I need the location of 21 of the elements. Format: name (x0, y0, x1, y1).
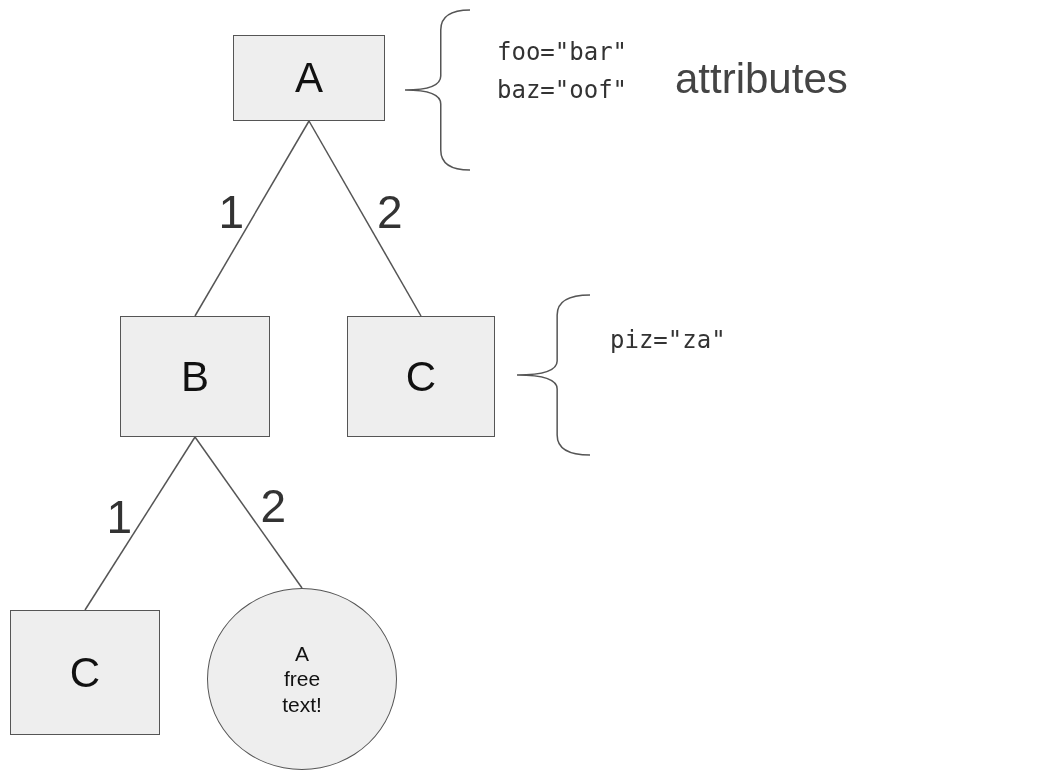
tree-node-box (120, 316, 270, 437)
tree-node-box (347, 316, 495, 437)
node-label: C (69, 648, 101, 697)
node-label: A free text! (282, 641, 322, 717)
edge-label: 1 (106, 493, 132, 540)
edge-label: 2 (260, 482, 287, 529)
edge-label: 1 (218, 188, 244, 235)
tree-edge (84, 436, 196, 611)
node-label: B (181, 352, 209, 401)
tree-edge (194, 436, 303, 589)
attribute-text: baz="oof" (497, 78, 628, 102)
tree-node-box (10, 610, 160, 735)
attributes-caption: attributes (675, 58, 848, 100)
node-label: A (295, 54, 323, 102)
tree-edge (194, 120, 310, 317)
node-label: C (405, 352, 437, 401)
attribute-text: foo="bar" (497, 40, 628, 64)
tree-node-box (233, 35, 385, 121)
attribute-text: piz="za" (610, 328, 726, 352)
tree-edge (308, 120, 422, 317)
edge-label: 2 (377, 188, 403, 235)
